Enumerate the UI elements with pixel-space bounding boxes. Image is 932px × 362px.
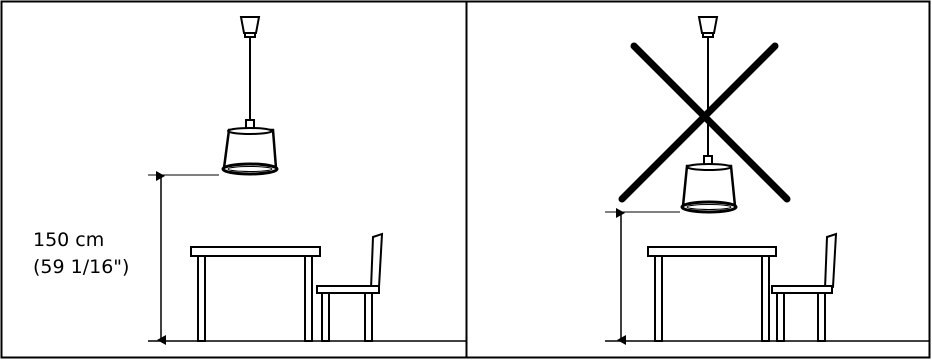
height-label-metric: 150 cm xyxy=(33,228,104,253)
lamp-shade xyxy=(223,128,277,174)
ceiling-canopy-right xyxy=(699,17,717,37)
dining-table-right xyxy=(648,247,776,341)
ceiling-canopy xyxy=(241,17,259,37)
dining-table xyxy=(191,247,320,341)
dining-chair-right xyxy=(772,234,836,341)
lamp-shade-right xyxy=(682,164,736,212)
height-label-imperial: (59 1/16") xyxy=(33,255,129,280)
dining-chair xyxy=(317,234,382,341)
left-panel xyxy=(148,17,466,341)
right-panel xyxy=(605,17,930,341)
left-panel-border xyxy=(2,2,467,358)
